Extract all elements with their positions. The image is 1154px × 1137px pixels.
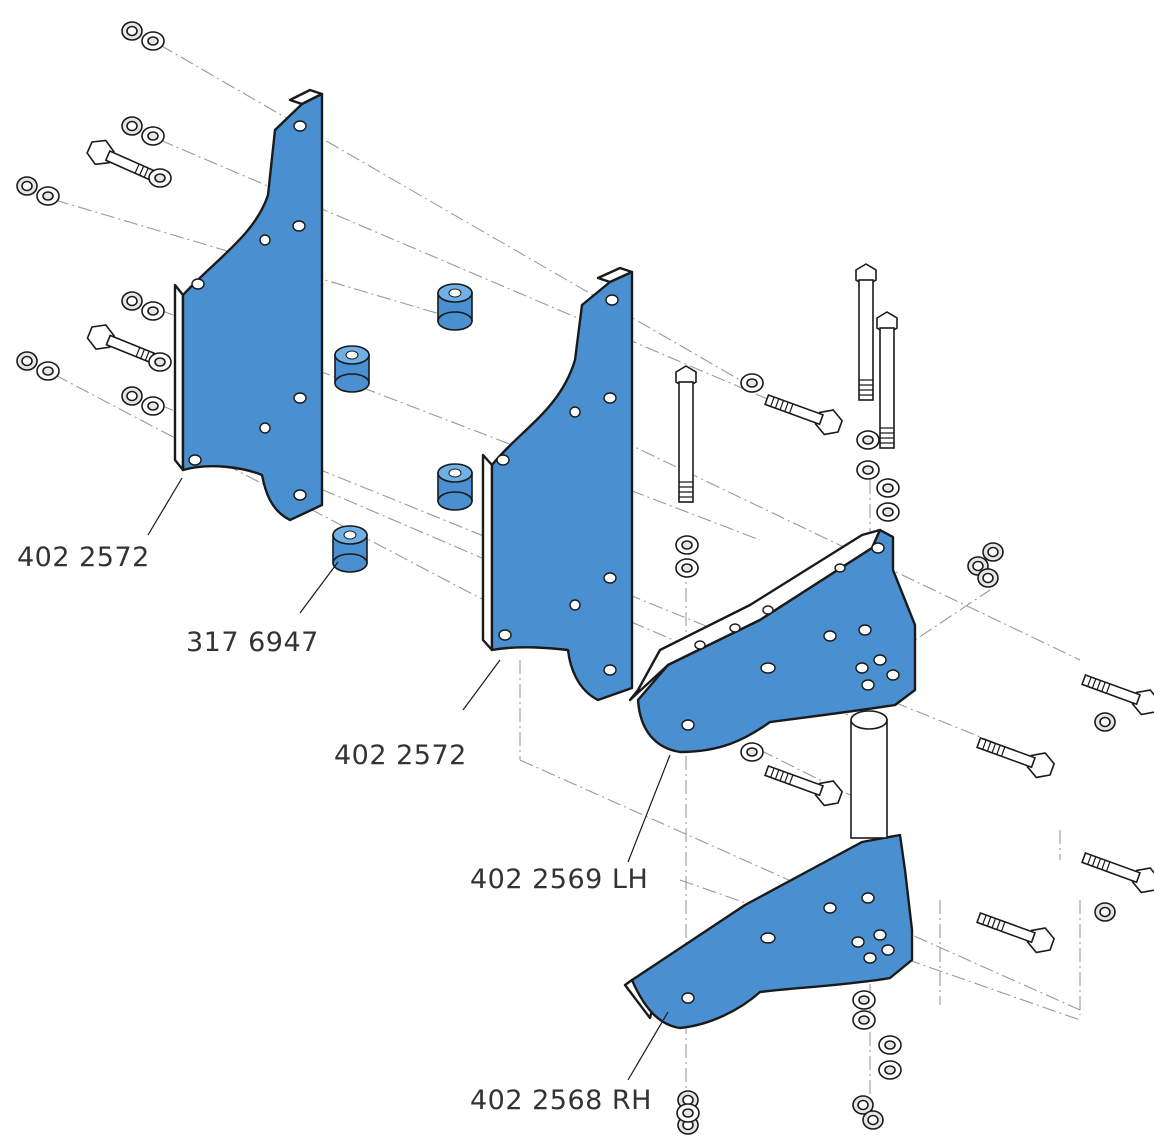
bracket-402-2569-lh	[628, 528, 917, 754]
pivot-pin	[850, 710, 888, 839]
caps-group	[967, 542, 1004, 588]
spacer-4	[332, 525, 368, 573]
spacer-3	[437, 463, 473, 511]
label-bracket-402-2568-rh: 402 2568 RH	[470, 1085, 652, 1116]
label-bracket-402-2569-lh: 402 2569 LH	[470, 864, 649, 895]
label-plate-402-2572-middle: 402 2572	[334, 740, 467, 771]
plate-402-2572-middle	[481, 266, 634, 702]
spacer-group	[332, 283, 473, 573]
label-spacer-317-6947: 317 6947	[186, 627, 319, 658]
spacer-1	[437, 283, 473, 331]
spacer-2	[334, 345, 370, 393]
left-fasteners	[17, 22, 172, 415]
label-plate-402-2572-left: 402 2572	[17, 542, 150, 573]
vertical-bolts	[675, 263, 900, 578]
leader-lines	[147, 477, 671, 1081]
plate-402-2572-left	[173, 88, 324, 522]
bracket-402-2568-rh	[623, 833, 914, 1030]
